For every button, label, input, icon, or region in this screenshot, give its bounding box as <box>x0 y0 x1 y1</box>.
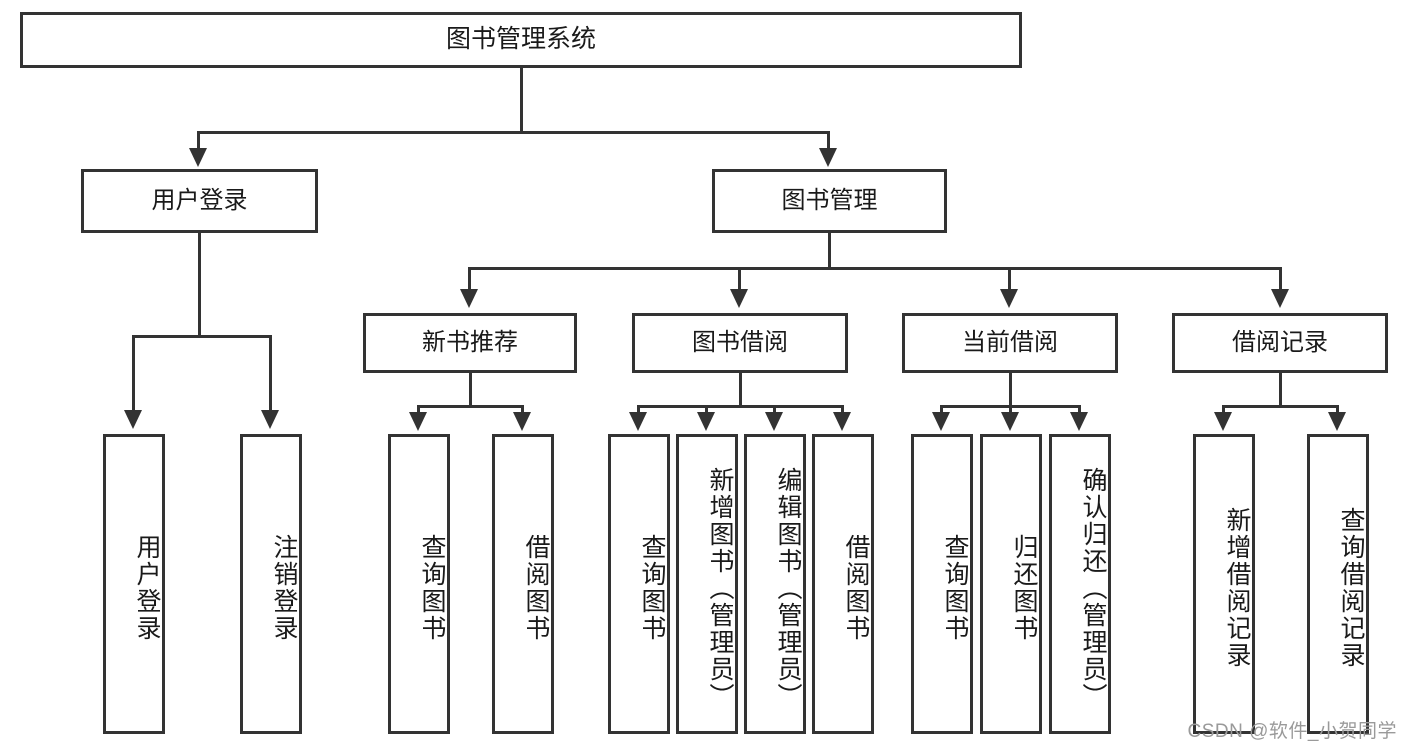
connector-drop-bb-add <box>705 405 708 415</box>
connector-drop-new-book <box>468 267 471 291</box>
connector-drop-leaf-user-login <box>132 335 135 412</box>
arrowhead-bb-query <box>629 412 647 431</box>
connector-root-stem <box>520 68 523 131</box>
connector-new-book-stem <box>469 373 472 408</box>
connector-borrow-record-stem <box>1279 373 1282 408</box>
leaf-br-query-record[interactable]: 查询借阅记录 <box>1307 434 1369 734</box>
connector-drop-cb-confirm <box>1078 405 1081 415</box>
connector-drop-user-login <box>197 131 200 150</box>
arrowhead-current-borrow <box>1000 289 1018 308</box>
node-label: 借阅图书 <box>522 534 550 642</box>
node-current-borrow[interactable]: 当前借阅 <box>902 313 1118 373</box>
arrowhead-book-manage <box>819 148 837 167</box>
node-label: 查询图书 <box>418 534 446 642</box>
connector-drop-br-query <box>1336 405 1339 415</box>
node-label: 新增图书（管理员） <box>706 466 734 710</box>
node-label: 图书管理系统 <box>445 25 596 54</box>
arrowhead-nb-borrow <box>513 412 531 431</box>
node-label: 新书推荐 <box>422 329 518 356</box>
arrowhead-new-book <box>460 289 478 308</box>
leaf-user-login[interactable]: 用户登录 <box>103 434 165 734</box>
connector-drop-cb-return <box>1009 405 1012 415</box>
connector-drop-borrow-record <box>1279 267 1282 291</box>
arrowhead-nb-query <box>409 412 427 431</box>
arrowhead-cb-confirm <box>1070 412 1088 431</box>
node-label: 编辑图书（管理员） <box>774 466 802 710</box>
connector-current-borrow-stem <box>1009 373 1012 408</box>
node-borrow-record[interactable]: 借阅记录 <box>1172 313 1388 373</box>
arrowhead-leaf-user-login <box>124 410 142 429</box>
leaf-logout[interactable]: 注销登录 <box>240 434 302 734</box>
connector-drop-bb-query <box>637 405 640 415</box>
leaf-cb-return-book[interactable]: 归还图书 <box>980 434 1042 734</box>
node-label: 注销登录 <box>270 534 298 642</box>
leaf-bb-query-book[interactable]: 查询图书 <box>608 434 670 734</box>
leaf-cb-confirm-return[interactable]: 确认归还（管理员） <box>1049 434 1111 734</box>
node-label: 查询图书 <box>638 534 666 642</box>
node-label: 查询借阅记录 <box>1337 507 1365 669</box>
connector-level3-bus <box>468 267 1282 270</box>
leaf-nb-borrow-book[interactable]: 借阅图书 <box>492 434 554 734</box>
node-label: 借阅图书 <box>842 534 870 642</box>
connector-drop-nb-borrow <box>521 405 524 415</box>
connector-drop-leaf-logout <box>269 335 272 412</box>
node-book-management[interactable]: 图书管理 <box>712 169 947 233</box>
node-label: 用户登录 <box>133 534 161 642</box>
watermark-text: CSDN @软件_小贺同学 <box>1187 721 1397 742</box>
node-book-borrow[interactable]: 图书借阅 <box>632 313 848 373</box>
node-root-system[interactable]: 图书管理系统 <box>20 12 1022 68</box>
connector-level2-bus <box>197 131 830 134</box>
arrowhead-br-add <box>1214 412 1232 431</box>
arrowhead-br-query <box>1328 412 1346 431</box>
node-user-login[interactable]: 用户登录 <box>81 169 318 233</box>
leaf-nb-query-book[interactable]: 查询图书 <box>388 434 450 734</box>
node-label: 图书借阅 <box>692 329 788 356</box>
arrowhead-bb-borrow <box>833 412 851 431</box>
node-label: 图书管理 <box>781 187 878 214</box>
leaf-bb-add-book[interactable]: 新增图书（管理员） <box>676 434 738 734</box>
node-label: 归还图书 <box>1010 534 1038 642</box>
node-new-book-recommend[interactable]: 新书推荐 <box>363 313 577 373</box>
arrowhead-borrow-record <box>1271 289 1289 308</box>
node-label: 新增借阅记录 <box>1223 507 1251 669</box>
arrowhead-book-borrow <box>730 289 748 308</box>
node-label: 用户登录 <box>151 187 248 214</box>
arrowhead-cb-query <box>932 412 950 431</box>
connector-borrow-record-bus <box>1222 405 1339 408</box>
leaf-cb-query-book[interactable]: 查询图书 <box>911 434 973 734</box>
connector-book-borrow-bus <box>637 405 844 408</box>
arrowhead-bb-add <box>697 412 715 431</box>
connector-drop-book-borrow <box>738 267 741 291</box>
connector-user-login-stem <box>198 233 201 338</box>
connector-drop-nb-query <box>417 405 420 415</box>
leaf-bb-borrow-book[interactable]: 借阅图书 <box>812 434 874 734</box>
connector-book-manage-stem <box>828 233 831 270</box>
leaf-bb-edit-book[interactable]: 编辑图书（管理员） <box>744 434 806 734</box>
connector-book-borrow-stem <box>739 373 742 408</box>
connector-drop-br-add <box>1222 405 1225 415</box>
node-label: 借阅记录 <box>1232 329 1328 356</box>
node-label: 查询图书 <box>941 534 969 642</box>
connector-user-login-bus <box>132 335 272 338</box>
connector-drop-bb-borrow <box>841 405 844 415</box>
connector-drop-cb-query <box>940 405 943 415</box>
arrowhead-user-login <box>189 148 207 167</box>
arrowhead-leaf-logout <box>261 410 279 429</box>
arrowhead-bb-edit <box>765 412 783 431</box>
node-label: 确认归还（管理员） <box>1079 466 1107 710</box>
arrowhead-cb-return <box>1001 412 1019 431</box>
connector-new-book-bus <box>417 405 524 408</box>
connector-drop-bb-edit <box>773 405 776 415</box>
node-label: 当前借阅 <box>962 329 1058 356</box>
connector-drop-current-borrow <box>1008 267 1011 291</box>
connector-drop-book-manage <box>827 131 830 150</box>
leaf-br-add-record[interactable]: 新增借阅记录 <box>1193 434 1255 734</box>
